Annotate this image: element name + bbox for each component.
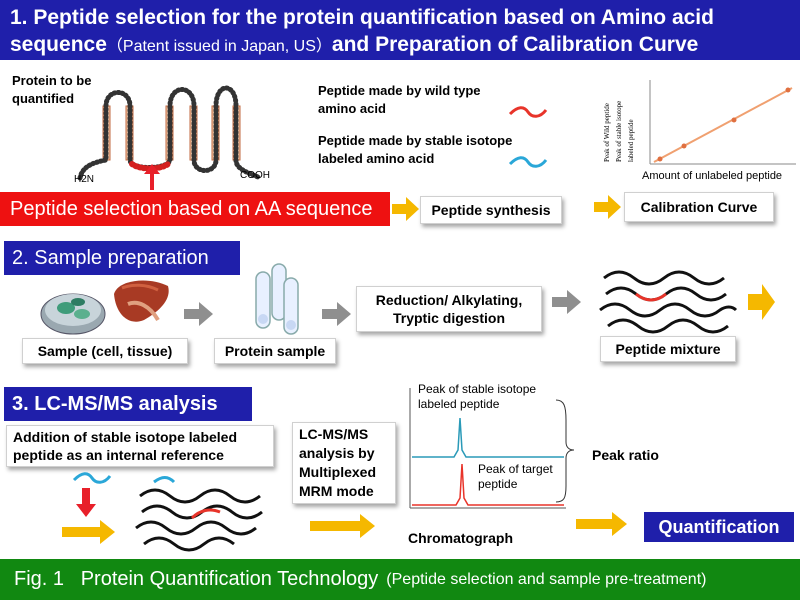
arrow-icon xyxy=(576,512,627,536)
mixed-peptide-icon xyxy=(135,476,263,552)
stable-peptide-label: Peptide made by stable isotope labeled a… xyxy=(318,133,513,166)
calibration-point xyxy=(681,143,687,149)
peak-target-label: Peak of target peptide xyxy=(478,462,553,491)
calibration-curve-box: Calibration Curve xyxy=(624,192,774,222)
caption-subtitle: (Peptide selection and sample pre-treatm… xyxy=(386,570,707,588)
calibration-point xyxy=(657,156,663,162)
peptide-mixture-icon xyxy=(599,270,738,334)
arrow-grey-icon xyxy=(184,302,213,326)
target-peak-trace xyxy=(412,463,564,506)
arrow-icon xyxy=(310,514,375,538)
calibration-point xyxy=(731,117,737,123)
arrow-icon xyxy=(594,195,621,219)
chromatograph-label: Chromatograph xyxy=(408,530,513,546)
plot-ylabel-2: Peak of stable isotope xyxy=(615,100,623,162)
header-line1: 1. Peptide selection for the protein qua… xyxy=(10,6,714,29)
section1-header: 1. Peptide selection for the protein qua… xyxy=(0,0,800,60)
membrane-protein-diagram xyxy=(77,85,263,190)
internal-reference-box: Addition of stable isotope labeled pepti… xyxy=(6,425,274,467)
protein-sample-box: Protein sample xyxy=(214,338,336,364)
stable-peptide-icon xyxy=(508,156,548,168)
sample-box: Sample (cell, tissue) xyxy=(22,338,188,364)
caption-main: Fig. 1 Protein Quantification Technology xyxy=(14,568,379,590)
c-terminus-label: COOH xyxy=(240,170,270,181)
digestion-box: Reduction/ Alkylating, Tryptic digestion xyxy=(356,286,542,332)
arrow-icon xyxy=(62,520,115,544)
peptide-synthesis-box: Peptide synthesis xyxy=(420,196,562,224)
arrow-grey-icon xyxy=(552,290,581,314)
cell-dish-icon xyxy=(40,293,106,335)
arrow-icon xyxy=(748,284,775,320)
wild-peptide-label: Peptide made by wild type amino acid xyxy=(318,83,481,116)
peptide-selection-bar: Peptide selection based on AA sequence xyxy=(0,192,390,226)
arrow-icon xyxy=(392,197,419,221)
figure-caption: Fig. 1 Protein Quantification Technology… xyxy=(0,559,800,600)
plot-ylabel-3: labeled peptide xyxy=(627,119,635,162)
tissue-liver-icon xyxy=(114,280,169,322)
section2-title: 2. Sample preparation xyxy=(4,241,240,275)
stable-peptide-small-icon xyxy=(72,472,112,484)
protein-label: Protein to be quantified xyxy=(12,73,92,106)
section3-title: 3. LC-MS/MS analysis xyxy=(4,387,252,421)
plot-ylabel-1: Peak of Wild peptide xyxy=(603,103,611,162)
quantification-box: Quantification xyxy=(644,512,794,542)
n-terminus-label: H2N xyxy=(74,174,95,185)
plot-xlabel: Amount of unlabeled peptide xyxy=(642,170,783,182)
red-down-arrow-icon xyxy=(76,488,96,517)
peak-ratio-label: Peak ratio xyxy=(592,447,659,463)
chromatograph-plot xyxy=(409,388,575,509)
header-patent-note: （Patent issued in Japan, US） xyxy=(106,38,332,55)
arrow-grey-icon xyxy=(322,302,351,326)
test-tubes-icon xyxy=(255,263,299,335)
calibration-point xyxy=(785,87,791,93)
header-line2-b: and Preparation of Calibration Curve xyxy=(331,33,699,56)
stable-peak-trace xyxy=(412,417,564,458)
calibration-plot xyxy=(649,80,796,165)
peptide-mixture-box: Peptide mixture xyxy=(600,336,736,362)
peak-stable-label: Peak of stable isotope labeled peptide xyxy=(418,382,537,411)
header-line2-a: sequence xyxy=(10,33,107,56)
wild-peptide-icon xyxy=(508,106,548,118)
lcms-box: LC-MS/MS analysis by Multiplexed MRM mod… xyxy=(292,422,396,504)
